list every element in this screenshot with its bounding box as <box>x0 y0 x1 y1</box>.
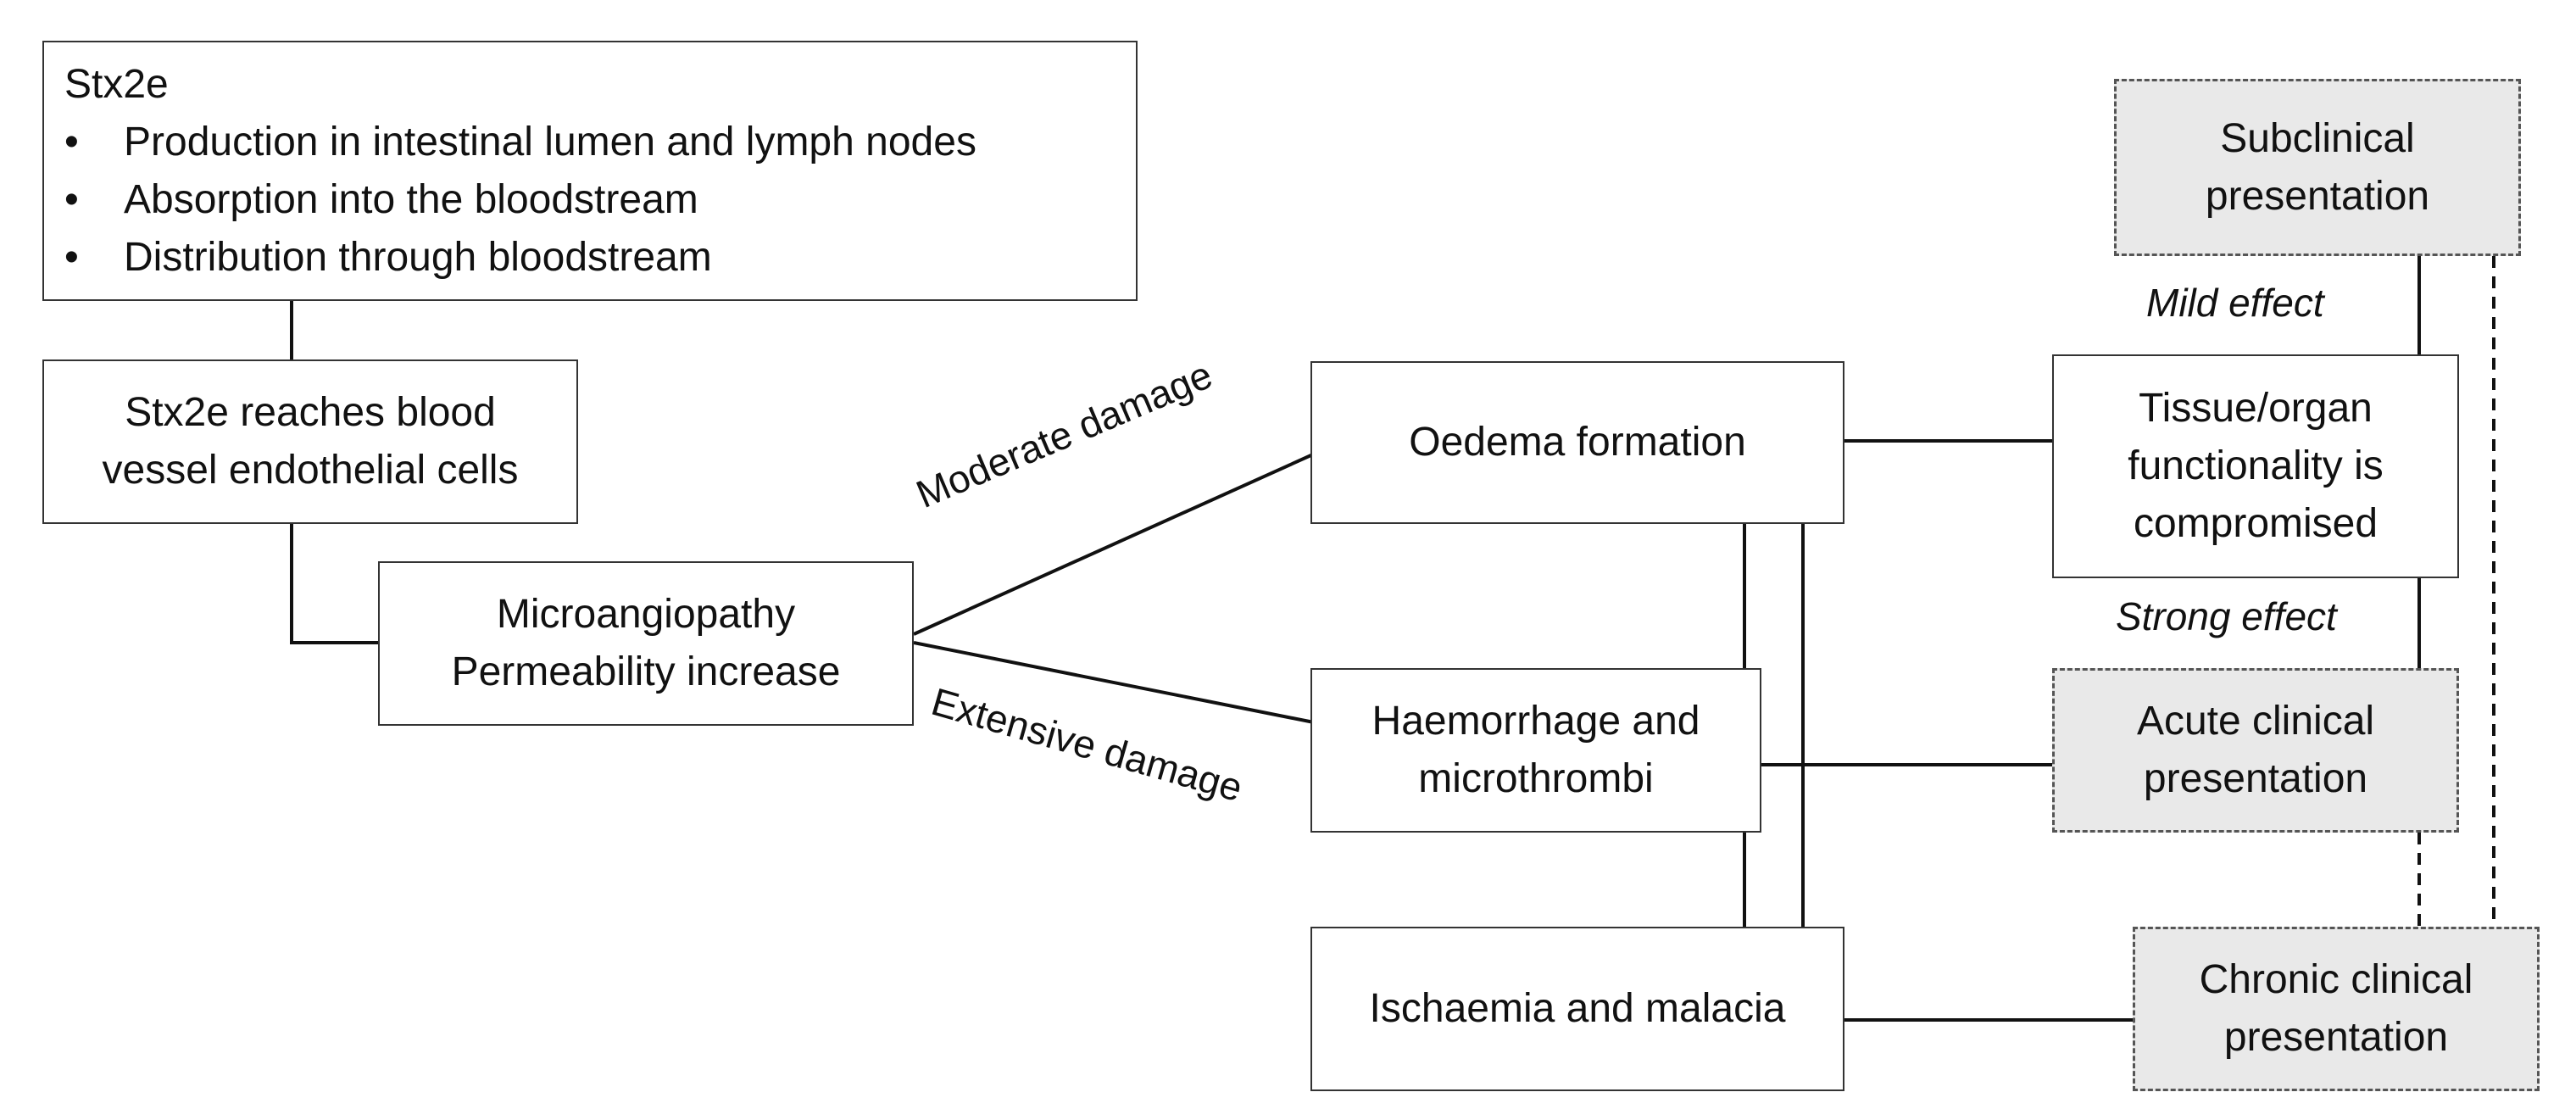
label-strong-effect: Strong effect <box>2116 594 2337 638</box>
node-line: Ischaemia and malacia <box>1369 986 1786 1031</box>
arrow-micro-to-oedema <box>913 443 1339 636</box>
node-line: presentation <box>2205 173 2430 219</box>
node-line: Tissue/organ <box>2139 386 2373 431</box>
chronic-box: Chronic clinical presentation <box>2133 927 2540 1091</box>
arrow-reaches-to-micro <box>290 524 420 643</box>
reaches-endothelial-box: Stx2e reaches blood vessel endothelial c… <box>42 359 578 524</box>
node-line: Stx2e reaches blood <box>125 390 496 435</box>
stx2e-title: Stx2e <box>64 62 169 107</box>
node-line: Acute clinical <box>2136 699 2375 744</box>
label-mild-effect: Mild effect <box>2146 281 2324 325</box>
tissue-compromised-box: Tissue/organ functionality is compromise… <box>2052 354 2459 578</box>
haemorrhage-box: Haemorrhage and microthrombi <box>1310 668 1761 833</box>
arrow-micro-to-haem <box>913 641 1339 727</box>
node-line: Microangiopathy <box>496 592 796 637</box>
node-line: Haemorrhage and <box>1371 699 1700 744</box>
node-line: functionality is <box>2128 443 2384 488</box>
ischaemia-box: Ischaemia and malacia <box>1310 927 1844 1091</box>
subclinical-box: Subclinical presentation <box>2114 79 2521 256</box>
microangiopathy-box: Microangiopathy Permeability increase <box>378 561 914 726</box>
node-line: Subclinical <box>2220 115 2415 161</box>
node-line: Oedema formation <box>1409 420 1746 465</box>
node-line: presentation <box>2223 1015 2449 1060</box>
node-line: vessel endothelial cells <box>102 448 519 493</box>
stx2e-bullet: Production in intestinal lumen and lymph… <box>64 114 976 171</box>
stx2e-bullet: Distribution through bloodstream <box>64 229 976 287</box>
node-line: presentation <box>2143 756 2368 801</box>
node-line: compromised <box>2133 501 2378 546</box>
acute-box: Acute clinical presentation <box>2052 668 2459 833</box>
stx2e-bullet-list: Production in intestinal lumen and lymph… <box>64 114 976 287</box>
node-line: Permeability increase <box>451 649 841 694</box>
stx2e-box: Stx2e Production in intestinal lumen and… <box>42 41 1138 301</box>
node-line: microthrombi <box>1418 756 1654 801</box>
oedema-box: Oedema formation <box>1310 361 1844 524</box>
stx2e-bullet: Absorption into the bloodstream <box>64 171 976 229</box>
node-line: Chronic clinical <box>2199 957 2473 1002</box>
